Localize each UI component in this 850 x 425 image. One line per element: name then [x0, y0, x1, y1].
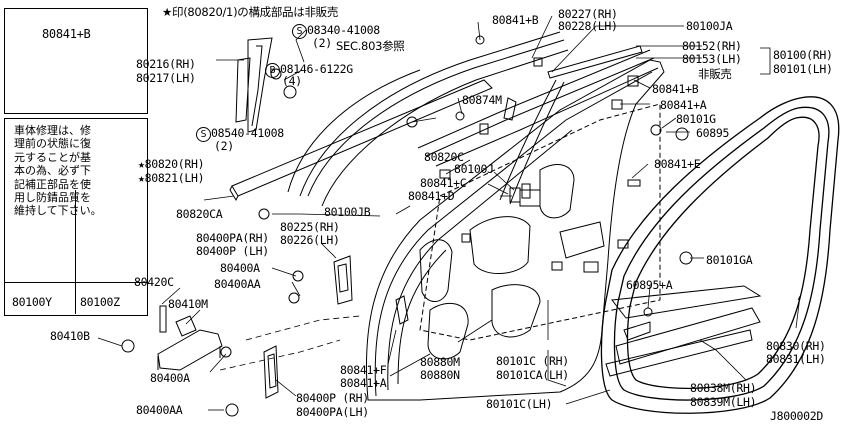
label-80880n: 80880N: [420, 368, 460, 382]
part-box-80841b: [4, 8, 148, 114]
label-80841f: 80841+F: [340, 363, 387, 377]
label-80227: 80227(RH): [558, 7, 618, 21]
repair-note-text: 車体修理は、修 理前の状態に復 元することが基 本の為、必ず下 記補正部品を使 …: [14, 124, 102, 218]
label-08540-qty: (2): [214, 139, 234, 153]
label-80100j: 80100J: [454, 162, 494, 176]
symbol-b: B: [265, 63, 280, 78]
label-80152: 80152(RH): [682, 39, 742, 53]
label-80841c: 80841+C: [420, 176, 467, 190]
label-80400p-top: 80400P (LH): [196, 244, 269, 258]
diagram-id: J800002D: [770, 409, 823, 423]
label-80153: 80153(LH): [682, 52, 742, 66]
sealing-screen-outline: [419, 103, 661, 341]
label-80100jb: 80100JB: [324, 205, 371, 219]
label-80400pa-bot: 80400PA(LH): [296, 405, 369, 419]
label-80217: 80217(LH): [136, 71, 196, 85]
label-80820-rh: ★80820(RH): [138, 157, 205, 171]
label-80400a-bot: 80400A: [150, 371, 190, 385]
symbol-s-1: S: [292, 24, 307, 39]
label-80874m: 80874M: [462, 93, 502, 107]
label-80841a-right: 80841+A: [660, 98, 707, 112]
repair-note-box: [4, 118, 148, 316]
label-80101g: 80101G: [676, 112, 716, 126]
leader-lines: [97, 15, 801, 411]
label-80100-rh: 80100(RH): [773, 48, 833, 62]
check-link: [157, 305, 223, 371]
label-80101-lh: 80101(LH): [773, 62, 833, 76]
label-80841b-top: 80841+B: [492, 13, 539, 27]
label-80841a-bot: 80841+A: [340, 376, 387, 390]
label-sec803: SEC.803参照: [336, 39, 405, 53]
label-80410m: 80410M: [168, 297, 208, 311]
label-60895: 60895: [696, 126, 730, 140]
panel-item-80100y: 80100Y: [12, 295, 52, 309]
hinge-lower: [263, 345, 279, 399]
label-80225: 80225(RH): [280, 220, 340, 234]
label-08540: 08540-41008: [211, 126, 284, 140]
header-note: ★印(80820/1)の構成部品は非販売: [162, 5, 339, 19]
label-80101ca-lh: 80101CA(LH): [496, 368, 569, 382]
label-80820c: 80820C: [424, 150, 464, 164]
label-80410b: 80410B: [50, 329, 90, 343]
label-not-sold: 非販売: [698, 67, 732, 81]
label-80400p-bot: 80400P (RH): [296, 391, 369, 405]
label-80420c: 80420C: [134, 275, 174, 289]
label-80400aa-top: 80400AA: [214, 277, 261, 291]
label-80830: 80830(RH): [766, 339, 826, 353]
panel-part-80841b: 80841+B: [42, 27, 91, 41]
label-80841d: 80841+D: [408, 189, 455, 203]
label-80841b-right: 80841+B: [652, 82, 699, 96]
label-80216: 80216(RH): [136, 57, 196, 71]
sash-80216: [235, 37, 273, 133]
label-80831: 80831(LH): [766, 352, 826, 366]
label-80880m: 80880M: [420, 355, 460, 369]
label-80100ja: 80100JA: [686, 19, 733, 33]
label-08146-qty: (4): [282, 74, 302, 88]
weatherstrip-80830: [600, 96, 840, 414]
label-08340: 08340-41008: [307, 23, 380, 37]
label-80101c-rh: 80101C (RH): [496, 354, 569, 368]
label-80101c-lh: 80101C(LH): [486, 397, 553, 411]
label-80226: 80226(LH): [280, 233, 340, 247]
label-08340-qty: (2): [312, 36, 332, 50]
label-80228: 80228(LH): [558, 19, 618, 33]
label-08146: 08146-6122G: [280, 62, 353, 76]
repair-box-split: [75, 190, 76, 314]
symbol-s-2: S: [196, 127, 211, 142]
label-80400aa-bot: 80400AA: [136, 403, 183, 417]
hinge-upper: [333, 255, 353, 305]
label-80400pa-top: 80400PA(RH): [196, 231, 269, 245]
belt-moulding: [229, 79, 493, 202]
label-80101ga: 80101GA: [706, 253, 753, 267]
label-80839m: 80839M(LH): [690, 395, 757, 409]
repair-box-divider: [4, 282, 148, 283]
label-80821-lh: ★80821(LH): [138, 171, 205, 185]
moulding-strip: [547, 45, 643, 79]
label-80820ca: 80820CA: [176, 207, 223, 221]
panel-item-80100z: 80100Z: [80, 295, 120, 309]
label-80838m: 80838M(RH): [690, 381, 757, 395]
label-80841e: 80841+E: [654, 157, 701, 171]
label-60895a: 60895+A: [626, 278, 673, 292]
fasteners: [121, 35, 693, 417]
label-80400a-top: 80400A: [220, 261, 260, 275]
window-sash: [287, 31, 659, 207]
